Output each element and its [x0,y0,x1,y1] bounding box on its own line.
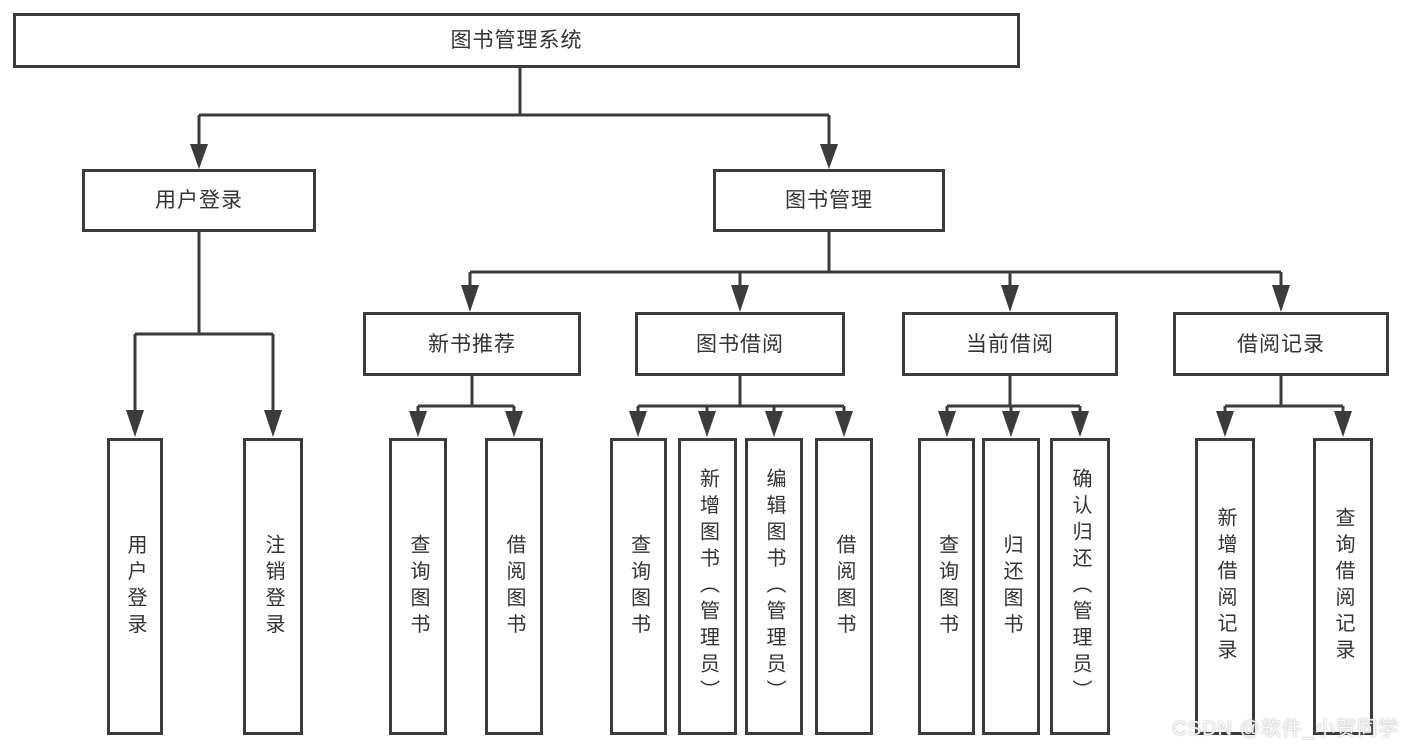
node-current-borrowing: 当前借阅 [902,312,1118,376]
node-label: 图书借阅 [696,332,784,356]
node-label: 编辑图书（管理员） [763,467,785,706]
node-label: 图书管理 [785,189,873,212]
leaf-borrow-books-recommend: 借阅图书 [485,438,543,735]
leaf-borrow-books-borrowing: 借阅图书 [815,438,873,735]
node-library-management-system: 图书管理系统 [13,13,1020,68]
node-label: 新增图书（管理员） [696,467,719,706]
node-label: 查询借阅记录 [1332,507,1354,666]
node-user-login: 用户登录 [82,169,316,232]
node-label: 用户登录 [155,189,243,212]
node-label: 确认归还（管理员） [1069,467,1091,706]
leaf-edit-books-admin: 编辑图书（管理员） [745,438,803,735]
node-label: 新书推荐 [428,332,516,356]
leaf-logout: 注销登录 [243,438,303,735]
node-borrowing-records: 借阅记录 [1173,312,1389,376]
csdn-watermark: CSDN @软件_小贺同学 [1172,718,1399,740]
leaf-return-books: 归还图书 [982,438,1040,735]
leaf-confirm-return-admin: 确认归还（管理员） [1050,438,1110,735]
node-label: 注销登录 [262,533,284,640]
node-label: 借阅图书 [503,533,525,640]
node-label: 当前借阅 [966,332,1054,356]
node-label: 查询图书 [407,533,429,640]
node-label: 归还图书 [1000,533,1022,640]
node-label: 用户登录 [124,533,146,640]
leaf-user-login: 用户登录 [107,438,163,735]
leaf-query-books-borrowing: 查询图书 [610,438,667,735]
leaf-query-books-current: 查询图书 [918,438,975,735]
node-book-management: 图书管理 [713,169,945,232]
node-label: 新增借阅记录 [1214,507,1236,666]
node-book-borrowing: 图书借阅 [635,312,845,376]
node-label: 查询图书 [935,533,958,640]
node-new-book-recommendation: 新书推荐 [363,312,581,376]
leaf-add-borrow-record: 新增借阅记录 [1195,438,1255,735]
node-label: 图书管理系统 [450,29,583,52]
leaf-query-books-recommend: 查询图书 [389,438,447,735]
node-label: 查询图书 [627,533,650,640]
node-label: 借阅图书 [833,533,855,640]
node-label: 借阅记录 [1237,332,1325,356]
leaf-query-borrow-record: 查询借阅记录 [1313,438,1373,735]
leaf-add-books-admin: 新增图书（管理员） [678,438,737,735]
